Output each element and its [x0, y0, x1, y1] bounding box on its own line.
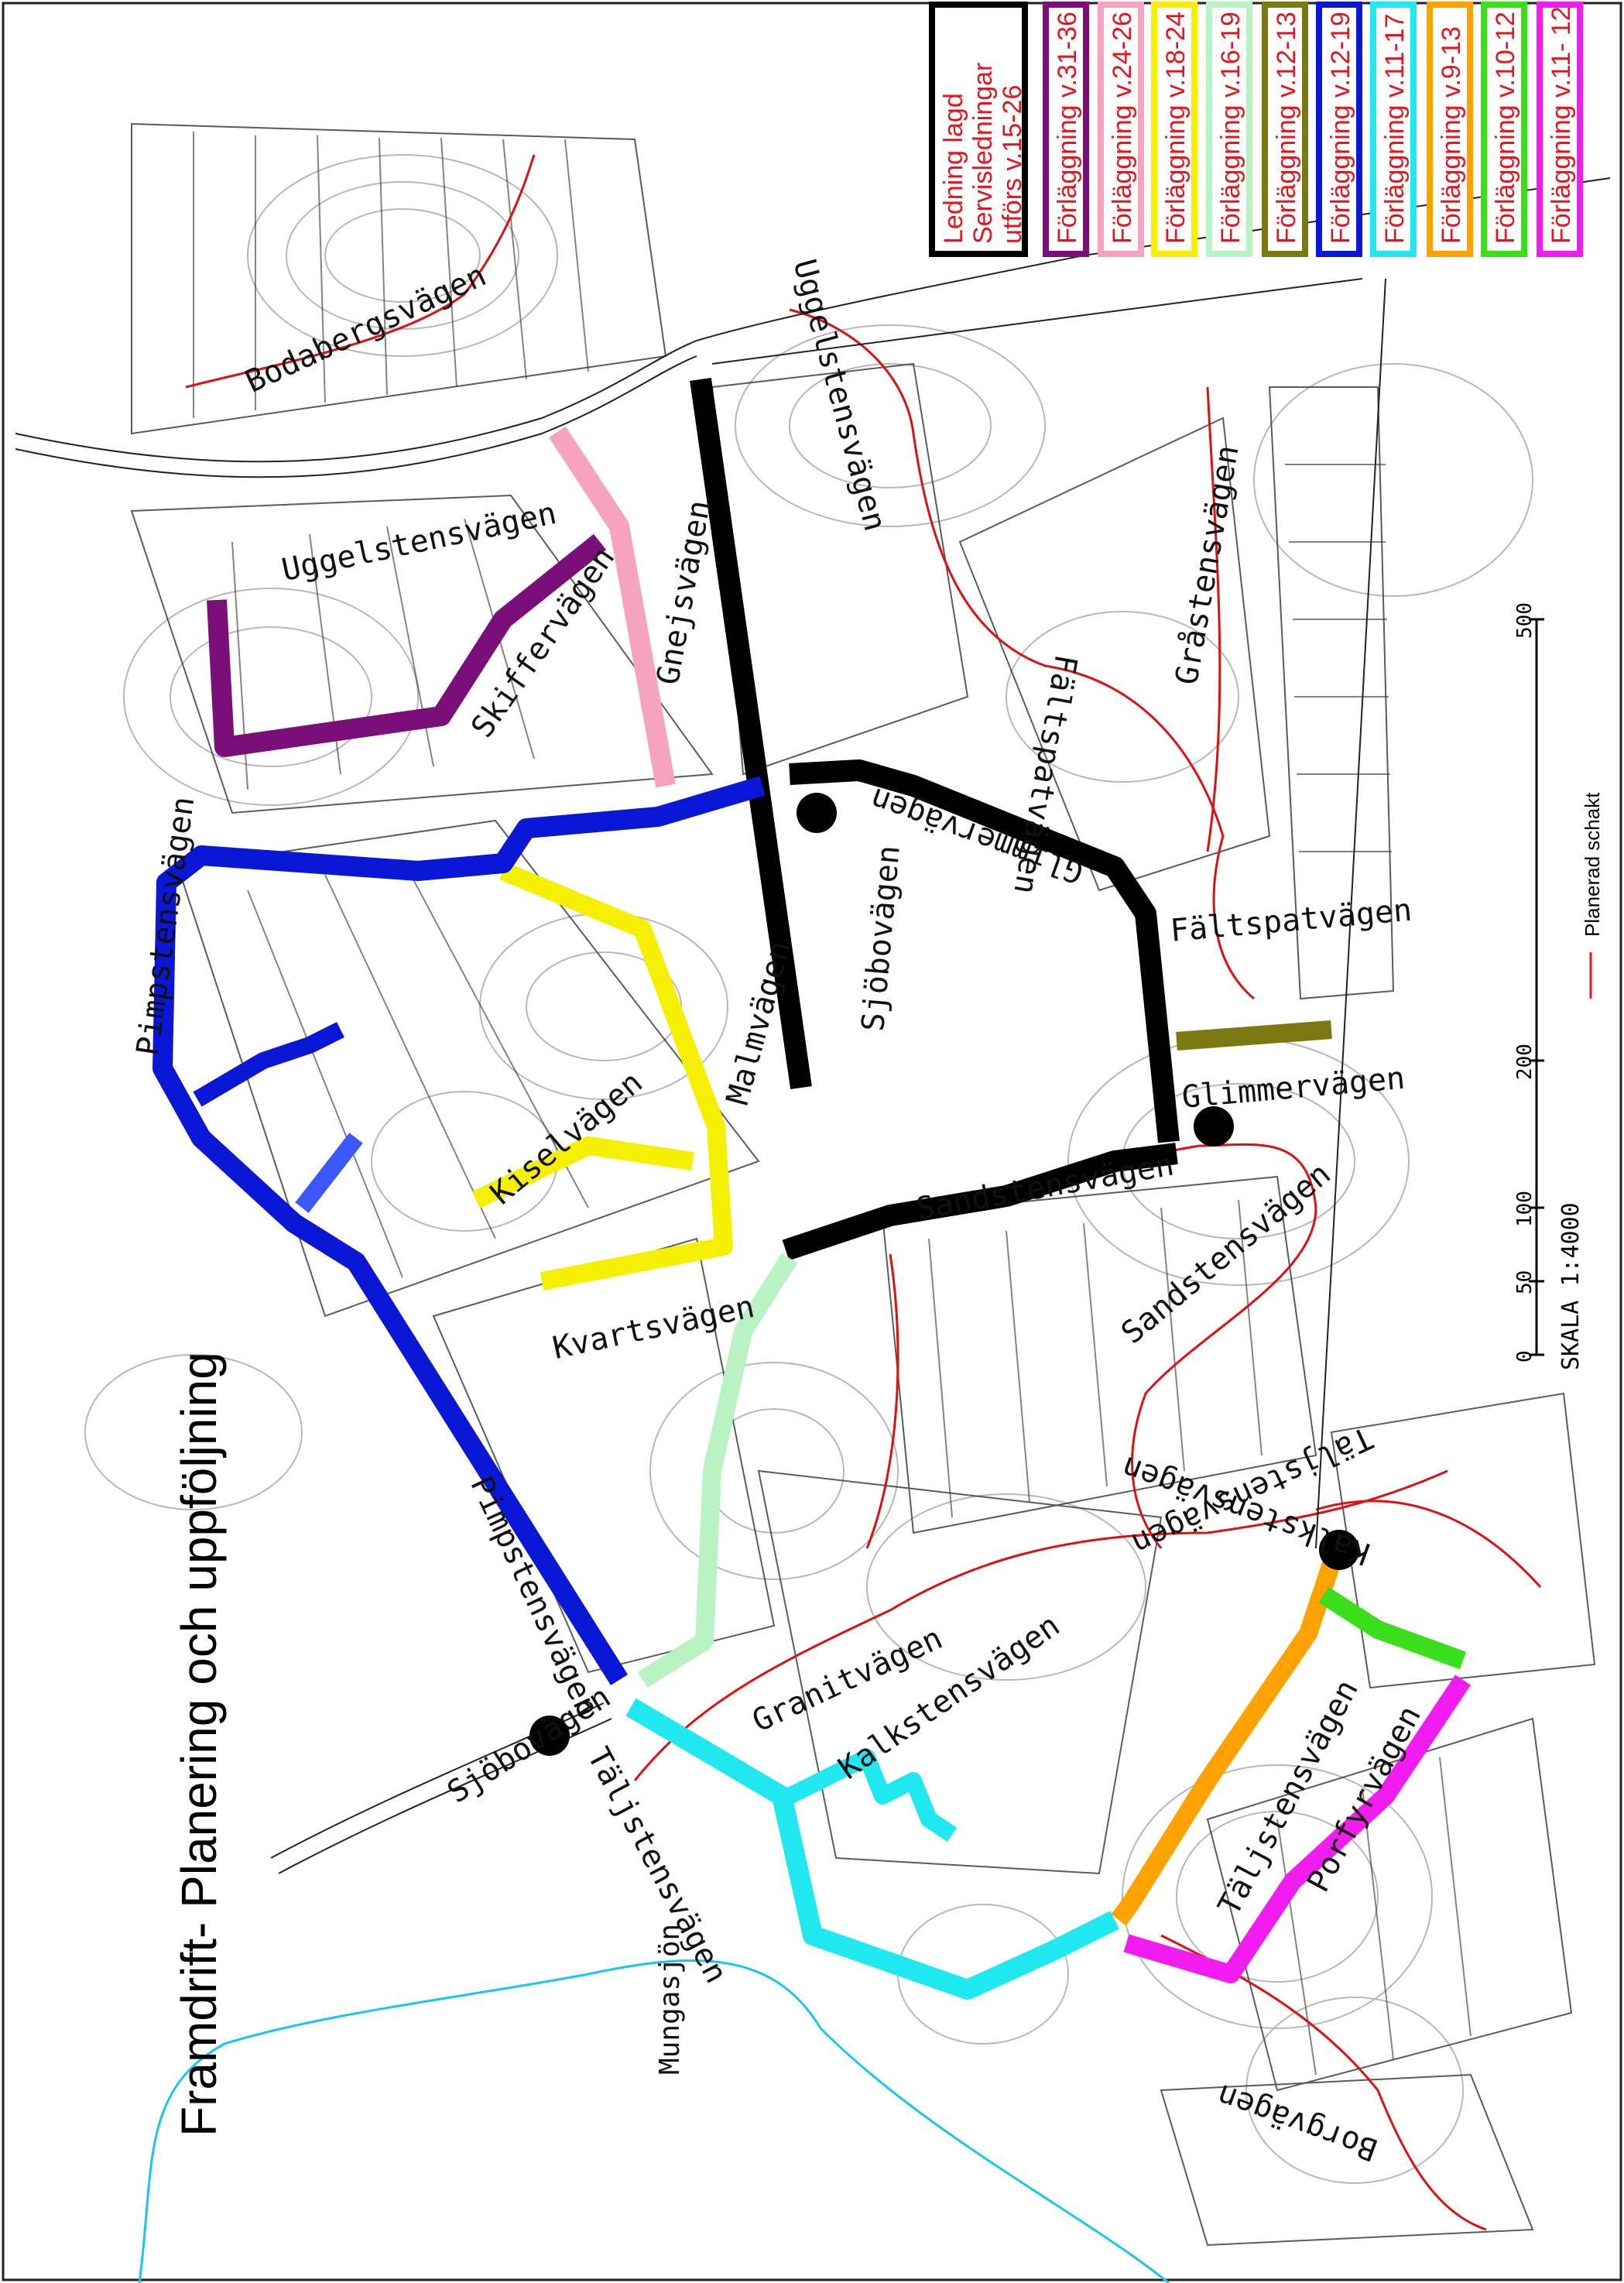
route-v11-12 — [1123, 1675, 1471, 1983]
route-v12-13 — [1176, 1020, 1332, 1051]
legend-label: Förläggning v.31-36 — [1053, 12, 1082, 244]
legend-label: Servisledningar — [968, 62, 998, 244]
route-v9-13 — [1111, 1561, 1341, 1926]
route-v24-26 — [549, 426, 676, 788]
legend-item — [1098, 2, 1144, 257]
parcel-lines — [130, 122, 1596, 2247]
scale-tick-100: 100 — [1513, 1191, 1537, 1227]
route-v12-19-b — [193, 1022, 344, 1107]
route-v16-19 — [637, 1253, 798, 1688]
route-completed-a — [690, 378, 812, 1089]
progress-routes — [152, 378, 1471, 2000]
legend-label: Förläggning v.11- 12 — [1547, 6, 1576, 244]
route-completed-b — [789, 759, 1180, 1143]
legend-label: utförs v.15-26 — [998, 84, 1027, 244]
route-v12-19 — [152, 776, 766, 1685]
legend-label: Ledning lagd — [939, 93, 968, 244]
legend-label: Förläggning v.18-24 — [1161, 12, 1191, 244]
marker-sjobovagen-north — [797, 793, 837, 833]
legend-label: Förläggning v.12-19 — [1326, 12, 1355, 244]
legend-label: Förläggning v.9-13 — [1437, 26, 1466, 244]
legend-item — [1206, 2, 1252, 257]
planned-trench-label: Planerad schakt — [1581, 792, 1604, 937]
legend-item — [1262, 2, 1308, 257]
route-v18-24-b — [471, 1136, 694, 1208]
legend-item — [1370, 2, 1417, 257]
legend-label: Förläggning v.24-26 — [1108, 12, 1137, 244]
scale-tick-50: 50 — [1513, 1270, 1537, 1294]
route-v10-12 — [1318, 1586, 1467, 1670]
route-v18-24 — [499, 862, 733, 1291]
contour-lines — [84, 154, 1533, 2184]
route-v11-17 — [625, 1698, 1119, 2000]
route-v31-36 — [207, 533, 607, 757]
legend-item — [1316, 2, 1362, 257]
junction-markers — [529, 793, 1359, 1756]
legend-item — [1151, 2, 1197, 257]
legend-item — [929, 2, 1028, 257]
scale-bar — [1529, 618, 1544, 1356]
scale-tick-200: 200 — [1513, 1044, 1537, 1080]
legend-item — [1043, 2, 1089, 257]
marker-sjobovagen-south — [529, 1716, 570, 1756]
legend-label: Förläggning v.16-19 — [1216, 12, 1245, 244]
scale-label: SKALA 1:4000 — [1557, 1202, 1585, 1370]
route-v11-17-b — [778, 1749, 958, 1843]
marker-glimmervagen — [1194, 1106, 1234, 1147]
route-v12-19-c — [295, 1133, 363, 1213]
legend-label: Förläggning v.10-12 — [1491, 12, 1520, 244]
marker-taljstensvagen — [1319, 1530, 1359, 1570]
scale-tick-0: 0 — [1513, 1350, 1537, 1363]
legend-item — [1427, 2, 1473, 257]
lake-shoreline — [138, 1959, 1170, 2283]
legend-label: Förläggning v.12-13 — [1272, 12, 1301, 244]
map-title: Framdrift- Planering och uppföljning — [171, 1352, 227, 2137]
route-completed-c — [782, 1143, 1178, 1261]
road-edges — [15, 177, 1611, 1874]
scale-tick-500: 500 — [1513, 602, 1537, 639]
legend-label: Förläggning v.11-17 — [1380, 13, 1410, 244]
legend-item — [1537, 2, 1583, 257]
legend-item — [1481, 2, 1527, 257]
